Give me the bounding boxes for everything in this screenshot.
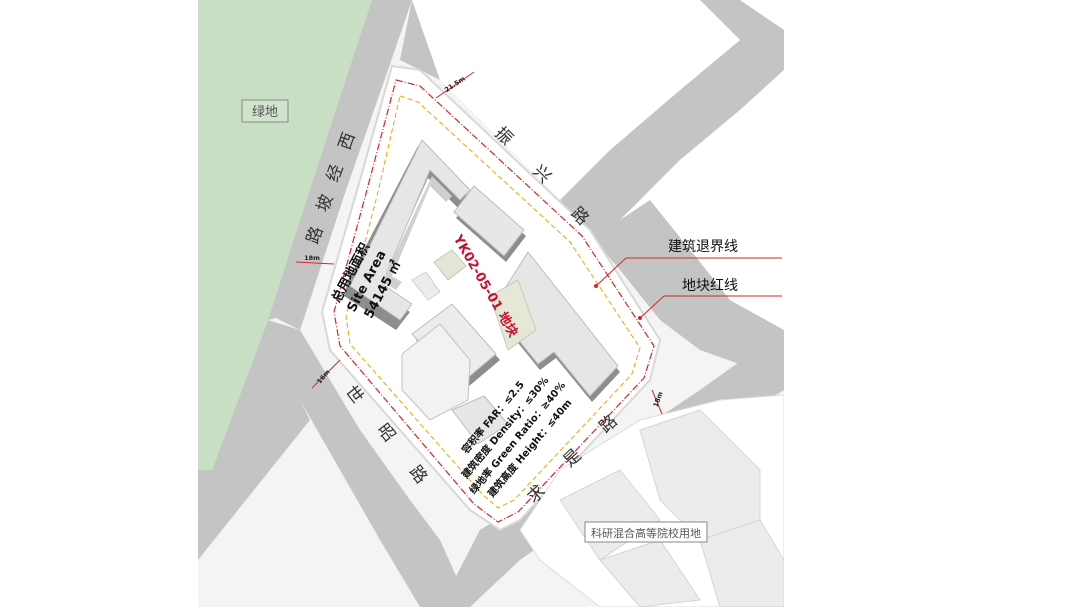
legend-setback: 建筑退界线: [594, 239, 782, 288]
road-name-northwest: 西 经 坡 路: [303, 130, 360, 247]
buildings: [344, 139, 620, 445]
svg-text:西: 西: [335, 130, 360, 153]
svg-text:坡: 坡: [313, 192, 338, 215]
campus-label-box: [584, 521, 708, 543]
campus-buildings: [559, 409, 784, 607]
green-label-box: [241, 99, 289, 123]
north-lot: [412, 0, 740, 200]
campus-label: 科研混合高等院校用地: [591, 526, 701, 540]
green-label: 绿地: [252, 105, 278, 120]
svg-text:18m: 18m: [304, 254, 320, 262]
svg-text:经: 经: [323, 162, 348, 185]
dimension-northwest: 18m: [295, 254, 335, 265]
red-line: [333, 79, 655, 523]
east-lot: [620, 70, 784, 330]
legend-red-line-label: 地块红线: [682, 278, 738, 294]
svg-text:路: 路: [303, 224, 328, 247]
legend-red-line: 地块红线: [638, 278, 782, 320]
green-space: [198, 0, 372, 520]
legend-setback-label: 建筑退界线: [668, 239, 738, 255]
